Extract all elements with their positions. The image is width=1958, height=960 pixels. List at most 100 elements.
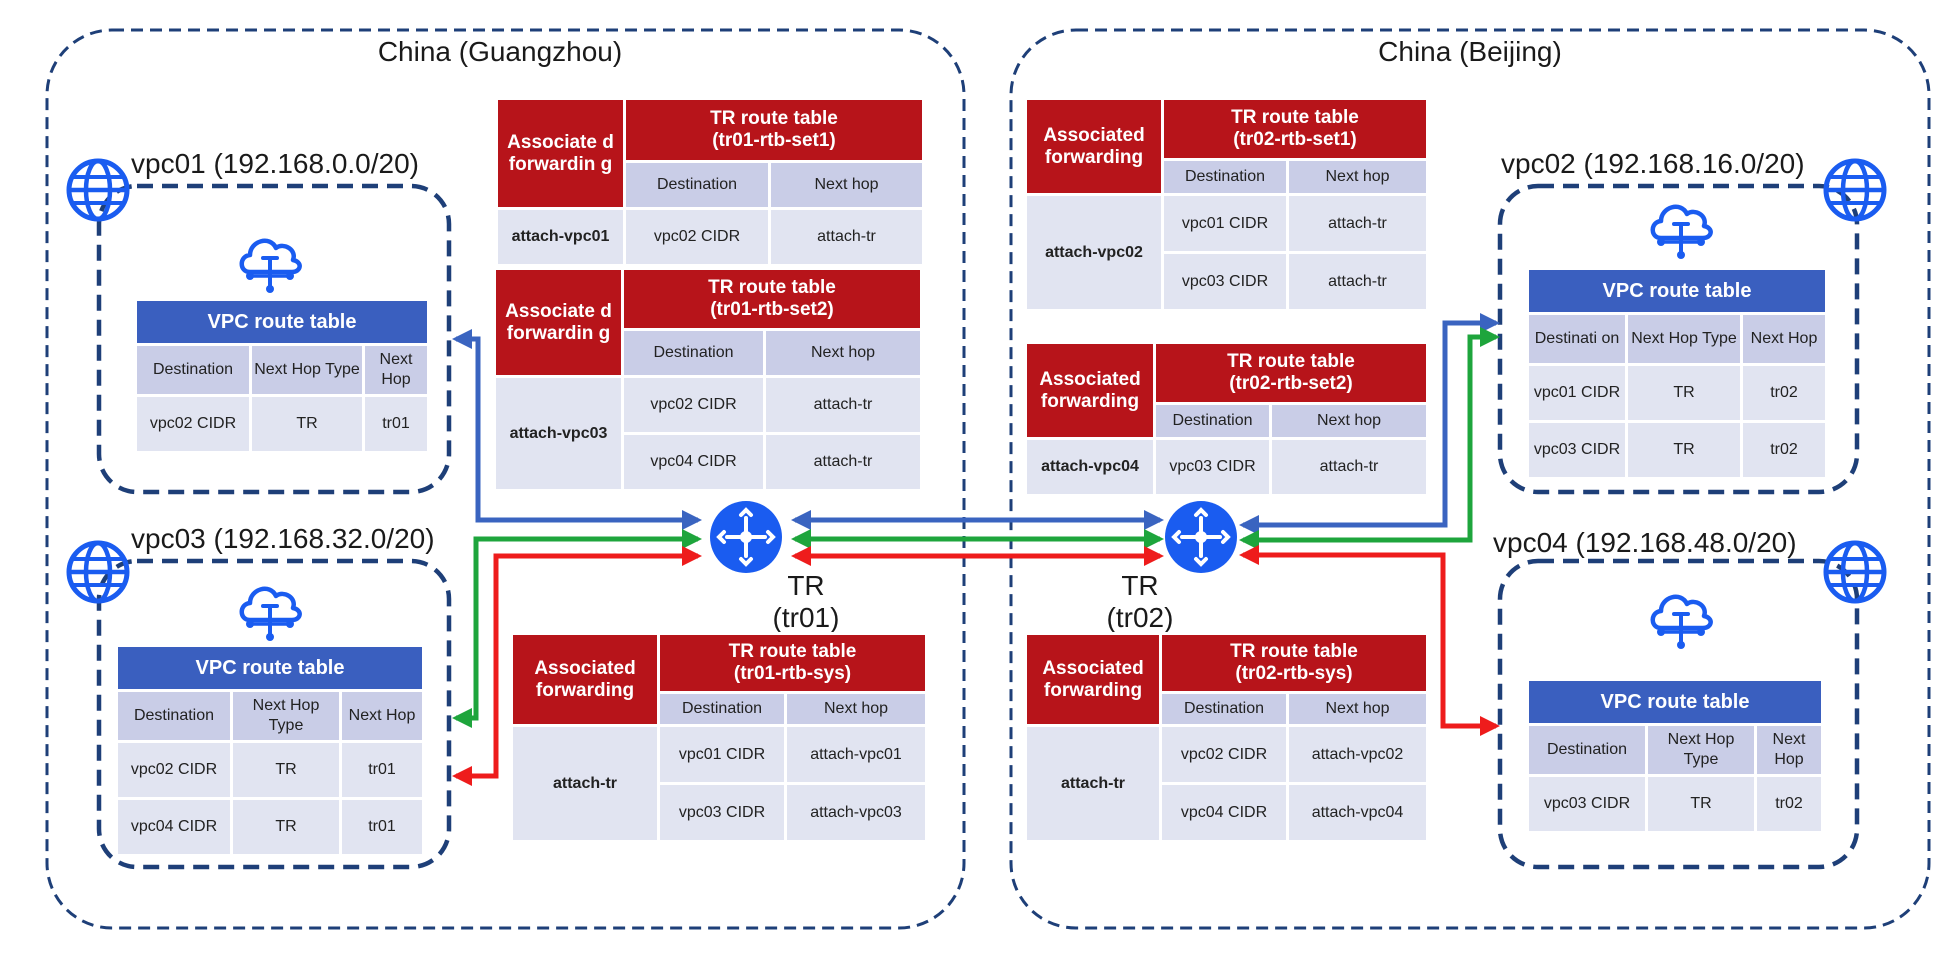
table-row: attach-vpc03 vpc02 CIDR attach-tr — [496, 378, 921, 489]
tr-route-table-title: TR route table (tr02-rtb-set2) — [1156, 344, 1427, 402]
col-header-next-hop: Next hop — [1272, 405, 1427, 437]
cell-next-hop-type: TR — [252, 397, 362, 451]
cell-next-hop: attach-tr — [1272, 440, 1427, 494]
tr01-name: (tr01) — [772, 602, 840, 633]
col-header-destination: Destination — [624, 331, 763, 375]
col-header-next-hop-type: Next Hop Type — [1628, 315, 1740, 363]
col-header-next-hop: Next Hop — [1743, 315, 1826, 363]
table-row: vpc04 CIDR attach-tr — [496, 435, 921, 489]
col-header-destination: Destination — [626, 163, 768, 207]
table-row: vpc04 CIDR attach-vpc04 — [1027, 785, 1427, 840]
tr-route-table-id: (tr01-rtb-set1) — [712, 130, 836, 151]
cell-next-hop: attach-vpc04 — [1289, 785, 1427, 840]
col-header-destination: Destination — [118, 692, 230, 740]
cell-next-hop-type: TR — [1628, 423, 1740, 477]
cell-next-hop: tr01 — [342, 743, 423, 797]
col-header-next-hop: Next hop — [787, 694, 926, 724]
vpc01-title: vpc01 (192.168.0.0/20) — [131, 148, 419, 179]
cell-destination: vpc03 CIDR — [1164, 254, 1286, 309]
region-title-beijing: China (Beijing) — [1378, 36, 1562, 67]
vpc-cloud-icon — [242, 241, 300, 293]
col-header-next-hop: Next Hop — [365, 346, 428, 394]
router-icon — [1163, 499, 1239, 575]
associated-forwarding-label: Associated forwarding — [1027, 100, 1161, 193]
router-icon — [708, 499, 784, 575]
cell-destination: vpc02 CIDR — [626, 210, 768, 264]
col-header-next-hop: Next hop — [1289, 694, 1427, 724]
cell-destination: vpc04 CIDR — [1162, 785, 1286, 840]
tr-route-table-heading: TR route table — [710, 108, 838, 129]
vpc02-boundary — [1497, 183, 1860, 495]
cell-destination: vpc01 CIDR — [1529, 366, 1625, 420]
col-header-destination: Destinati on — [1529, 315, 1625, 363]
tr-route-table-heading: TR route table — [1231, 107, 1359, 128]
table-row: attach-vpc01 vpc02 CIDR attach-tr — [498, 210, 923, 264]
cell-destination: vpc01 CIDR — [660, 727, 784, 782]
table-row: vpc03 CIDR TR tr02 — [1529, 423, 1826, 477]
col-header-next-hop: Next Hop — [342, 692, 423, 740]
cell-destination: vpc02 CIDR — [118, 743, 230, 797]
table-row: vpc03 CIDR attach-tr — [1027, 254, 1427, 309]
region-title-guangzhou: China (Guangzhou) — [377, 36, 623, 67]
cell-next-hop: attach-tr — [1289, 196, 1427, 251]
cell-destination: vpc03 CIDR — [1529, 777, 1645, 831]
cell-next-hop-type: TR — [1628, 366, 1740, 420]
vpc-cloud-icon — [242, 589, 300, 641]
cell-next-hop-type: TR — [233, 743, 339, 797]
col-header-destination: Destination — [1162, 694, 1286, 724]
region-beijing-boundary — [1009, 28, 1931, 930]
cell-destination: vpc03 CIDR — [1156, 440, 1269, 494]
col-header-next-hop: Next hop — [766, 331, 921, 375]
tr-route-table-id: (tr02-rtb-set2) — [1229, 373, 1353, 394]
route-arrow-blue-vpc01-tr01 — [452, 329, 702, 530]
col-header-destination: Destination — [1164, 161, 1286, 193]
table-row: vpc03 CIDR attach-vpc03 — [513, 785, 926, 840]
cell-next-hop-type: TR — [1648, 777, 1754, 831]
vpc03-boundary — [96, 558, 452, 870]
table-row: vpc01 CIDR TR tr02 — [1529, 366, 1826, 420]
associated-forwarding-label: Associated forwarding — [1027, 635, 1159, 724]
cell-next-hop: attach-tr — [766, 378, 921, 432]
cell-next-hop: tr02 — [1757, 777, 1822, 831]
col-header-next-hop: Next hop — [1289, 161, 1427, 193]
cell-next-hop: attach-tr — [771, 210, 923, 264]
tr01-rtb-set1-table: Associate d forwardin g TR route table (… — [495, 97, 926, 267]
tr-route-table-id: (tr02-rtb-set1) — [1233, 129, 1357, 150]
vpc-cloud-icon — [1653, 207, 1711, 259]
col-header-destination: Destination — [1156, 405, 1269, 437]
table-row: vpc02 CIDR TR tr01 — [118, 743, 423, 797]
cell-destination: vpc02 CIDR — [137, 397, 249, 451]
vpc-route-table-title: VPC route table — [1529, 270, 1826, 312]
tr-route-table-id: (tr01-rtb-set2) — [710, 299, 834, 320]
vpc04-route-table: VPC route table Destination Next Hop Typ… — [1526, 678, 1825, 834]
tr02-rtb-set1-table: Associated forwarding TR route table (tr… — [1024, 97, 1430, 312]
vpc03-title: vpc03 (192.168.32.0/20) — [131, 523, 435, 554]
associated-forwarding-label: Associated forwarding — [1027, 344, 1153, 437]
tr02-label: TR (tr02) — [1080, 570, 1200, 634]
cell-destination: vpc04 CIDR — [118, 800, 230, 854]
vpc01-route-table: VPC route table Destination Next Hop Typ… — [134, 298, 431, 454]
vpc04-title: vpc04 (192.168.48.0/20) — [1493, 527, 1797, 558]
table-row: vpc03 CIDR TR tr02 — [1529, 777, 1822, 831]
cell-next-hop: tr01 — [342, 800, 423, 854]
vpc-cloud-icon — [1653, 597, 1711, 649]
vpc-route-table-title: VPC route table — [1529, 681, 1822, 723]
vpc03-route-table: VPC route table Destination Next Hop Typ… — [115, 644, 426, 857]
cell-next-hop: tr02 — [1743, 423, 1826, 477]
cell-next-hop: tr02 — [1743, 366, 1826, 420]
attachment-name: attach-tr — [513, 727, 657, 840]
tr-route-table-heading: TR route table — [1227, 351, 1355, 372]
col-header-next-hop-type: Next Hop Type — [1648, 726, 1754, 774]
tr-route-table-title: TR route table (tr01-rtb-set1) — [626, 100, 923, 160]
cell-next-hop: attach-tr — [766, 435, 921, 489]
tr-route-table-heading: TR route table — [1230, 641, 1358, 662]
cell-destination: vpc02 CIDR — [1162, 727, 1286, 782]
associated-forwarding-label: Associate d forwardin g — [498, 100, 623, 207]
col-header-next-hop: Next hop — [771, 163, 923, 207]
cell-next-hop: attach-vpc03 — [787, 785, 926, 840]
tr-route-table-heading: TR route table — [728, 641, 857, 662]
col-header-destination: Destination — [660, 694, 784, 724]
cell-destination: vpc03 CIDR — [660, 785, 784, 840]
